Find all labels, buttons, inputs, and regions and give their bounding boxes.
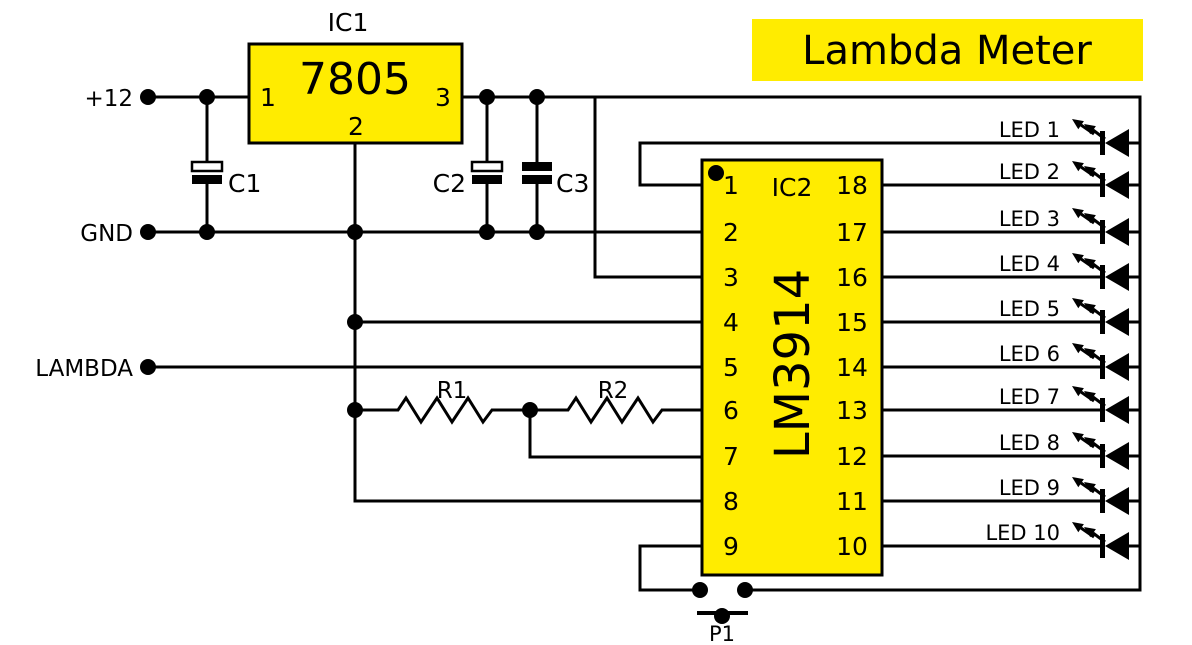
ic2-pin-label-13: 13 (836, 396, 868, 425)
ic1-pin2-label: 2 (348, 112, 364, 141)
led-8-label: LED 8 (999, 431, 1060, 455)
ic2-pin-label-17: 17 (836, 218, 868, 247)
led-7-icon (1070, 384, 1143, 426)
r2-label: R2 (598, 378, 629, 404)
ic2-pin-label-15: 15 (836, 308, 868, 337)
ic2-pin-label-11: 11 (836, 487, 868, 516)
led-9-icon (1070, 475, 1143, 517)
wire-5v-rail (462, 95, 1142, 592)
ic2-pin-label-12: 12 (836, 442, 868, 471)
junction-dot (347, 224, 363, 240)
led-4-label: LED 4 (999, 252, 1060, 276)
wire-pin3-vplus (593, 97, 702, 279)
c3-plate-bottom (522, 175, 552, 184)
ic1-part-label: 7805 (299, 54, 411, 105)
junction-dot (479, 89, 495, 105)
terminal-ground-dot (140, 224, 156, 240)
ic2-pin-label-7: 7 (723, 442, 739, 471)
led-2-icon (1070, 159, 1143, 201)
led-9-label: LED 9 (999, 476, 1060, 500)
ic2-pin-label-3: 3 (723, 263, 739, 292)
ic2-pin-label-5: 5 (723, 353, 739, 382)
potentiometer-p1: P1 (692, 582, 753, 645)
ic1-pin3-label: 3 (435, 83, 451, 112)
junction-dot (199, 224, 215, 240)
wire-pin7 (528, 410, 702, 459)
ic2-pin-label-4: 4 (723, 308, 739, 337)
ic2-pin-label-8: 8 (723, 487, 739, 516)
c3-plate-top (522, 162, 552, 171)
junction-dot (347, 402, 363, 418)
ic2-part-label: LM3914 (765, 269, 821, 459)
led-10-icon (1070, 520, 1143, 562)
p1-label: P1 (709, 622, 735, 645)
page-title: Lambda Meter (802, 28, 1092, 74)
led-6-label: LED 6 (999, 342, 1060, 366)
led-5-label: LED 5 (999, 297, 1060, 321)
ic2-pin-label-18: 18 (836, 171, 868, 200)
led-7-label: LED 7 (999, 385, 1060, 409)
wire-pin1-to-led1 (638, 141, 1101, 187)
supply-terminal-label: +12 (84, 86, 133, 112)
wire-gnd-to-pin8 (353, 143, 702, 503)
led-4-icon (1070, 251, 1143, 293)
ic2-pin1-marker (708, 165, 724, 181)
c2-label: C2 (433, 169, 466, 198)
terminal-supply-dot (140, 89, 156, 105)
junction-dot (479, 224, 495, 240)
ic2-pin-label-10: 10 (836, 532, 868, 561)
ic2-pin-label-14: 14 (836, 353, 868, 382)
led-5-icon (1070, 296, 1143, 338)
junction-dot (347, 314, 363, 330)
led-3-label: LED 3 (999, 207, 1060, 231)
led-6-icon (1070, 341, 1143, 383)
title-block: Lambda Meter (752, 19, 1143, 81)
driver-ic2: IC2 LM3914 1 2 3 4 5 6 7 8 9 18 17 16 15… (700, 158, 884, 577)
capacitor-c2: C2 (433, 160, 504, 198)
c1-plate-negative (192, 175, 222, 184)
junction-dots (140, 89, 545, 418)
junction-dot (199, 89, 215, 105)
ic2-ref-label: IC2 (772, 173, 813, 202)
junction-dot (529, 89, 545, 105)
ic2-pin-label-2: 2 (723, 218, 739, 247)
ground-terminal-label: GND (80, 221, 133, 247)
ic2-pin-label-1: 1 (723, 171, 739, 200)
c2-plate-positive (470, 160, 504, 173)
junction-dot (529, 224, 545, 240)
c1-plate-positive (190, 160, 224, 173)
capacitor-c1: C1 (190, 160, 261, 198)
p1-actuator (714, 608, 730, 624)
p1-contact-right (737, 582, 753, 598)
capacitor-c3: C3 (522, 162, 589, 198)
regulator-ic1: IC1 7805 1 3 2 (247, 8, 464, 145)
terminal-lambda-dot (140, 359, 156, 375)
led-2-label: LED 2 (999, 160, 1060, 184)
r1-label: R1 (437, 378, 468, 404)
led-10-label: LED 10 (985, 521, 1060, 545)
ic1-ref-label: IC1 (328, 8, 369, 37)
wires (148, 95, 1142, 592)
ic1-pin1-label: 1 (260, 83, 276, 112)
title-background (752, 19, 1143, 81)
ic2-pin-label-9: 9 (723, 532, 739, 561)
led-1-icon (1070, 117, 1143, 159)
c2-plate-negative (472, 175, 502, 184)
ic2-pin-label-16: 16 (836, 263, 868, 292)
ic2-body (700, 158, 884, 577)
c1-label: C1 (228, 169, 261, 198)
p1-contact-left (692, 582, 708, 598)
junction-dot (522, 402, 538, 418)
ic1-body (247, 42, 464, 145)
c3-label: C3 (556, 169, 589, 198)
led-8-icon (1070, 430, 1143, 472)
lambda-terminal-label: LAMBDA (35, 356, 133, 382)
led-1-label: LED 1 (999, 118, 1060, 142)
ic2-pin-label-6: 6 (723, 396, 739, 425)
wire-pin9-to-p1 (638, 544, 702, 592)
led-3-icon (1070, 206, 1143, 248)
led-column: LED 1 LED 2 LED 3 LED 4 LED 5 LED 6 LED … (985, 117, 1143, 562)
